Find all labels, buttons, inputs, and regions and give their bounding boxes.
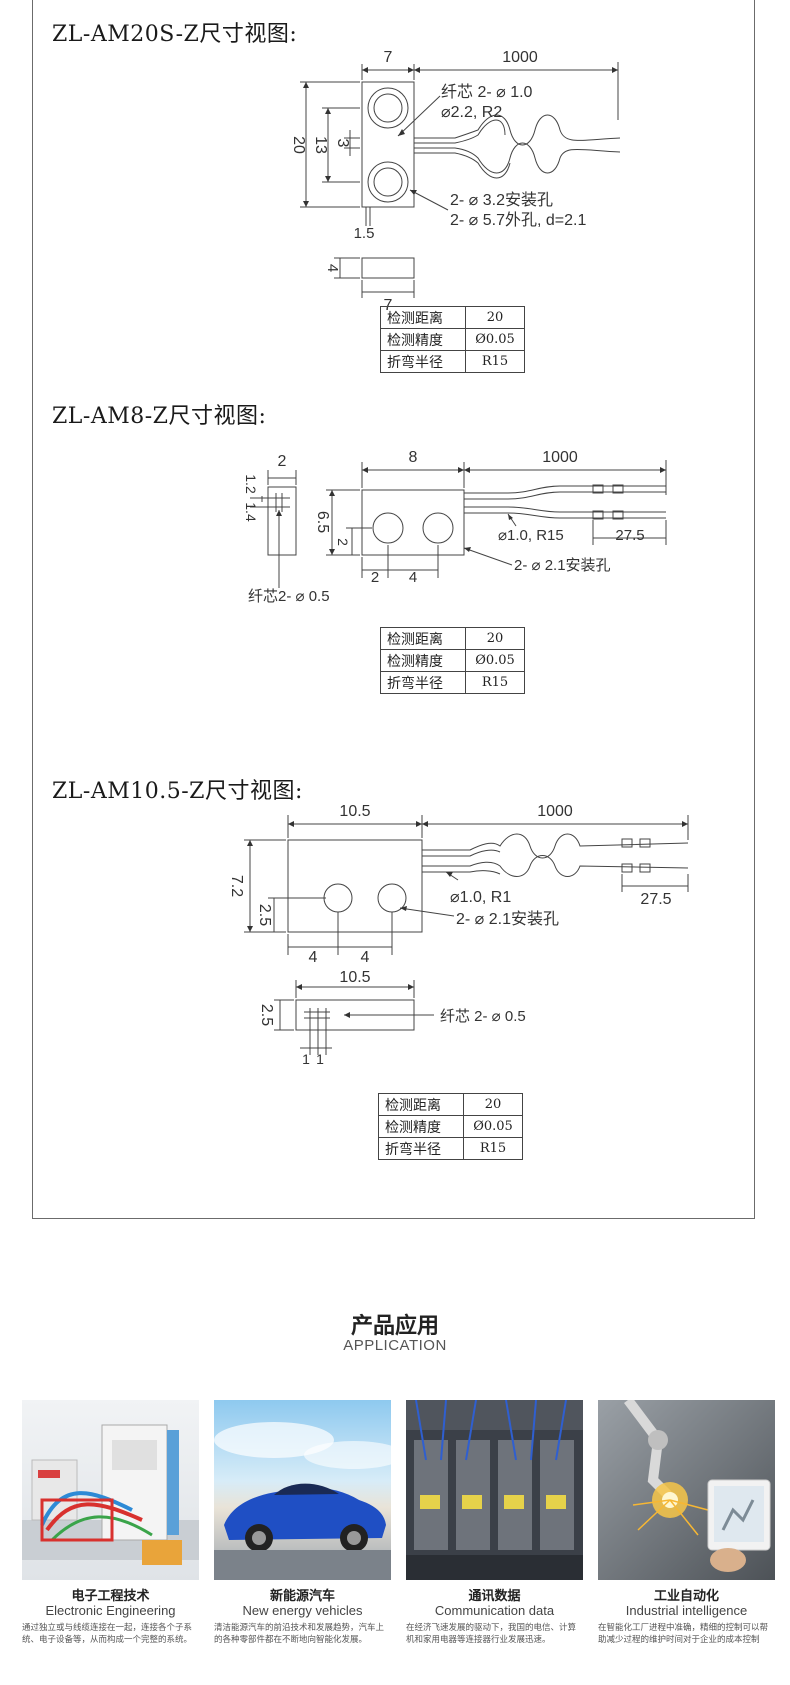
application-card: 电子工程技术 Electronic Engineering 通过独立或与线缆连接… bbox=[22, 1400, 199, 1680]
dim-tip: 27.5 bbox=[640, 891, 671, 908]
spec-value: R15 bbox=[465, 350, 525, 373]
application-card: 通讯数据 Communication data 在经济飞速发展的驱动下，我国的电… bbox=[406, 1400, 583, 1680]
callout-mount: 2- ⌀ 3.2安装孔 bbox=[450, 191, 553, 209]
dim-height: 7.2 bbox=[228, 875, 245, 897]
card-description: 在智能化工厂进程中准确，精细的控制可以帮助减少过程的维护时间对于企业的成本控制 bbox=[598, 1623, 769, 1645]
spec-key: 检测距离 bbox=[380, 306, 466, 329]
card-description: 在经济飞速发展的驱动下，我国的电信、计算机和家用电器等连接器行业发展迅速。 bbox=[406, 1623, 577, 1645]
dim-bottom: 1.5 bbox=[354, 225, 375, 242]
am20s-drawing: 7 1000 20 13 3 1.5 4 7 纤芯 2- ⌀ 1.0 ⌀2.2,… bbox=[290, 49, 621, 314]
card-english: Industrial intelligence bbox=[625, 1603, 748, 1618]
dim-hole-x2: 4 bbox=[361, 949, 370, 966]
application-card: 新能源汽车 New energy vehicles 清洁能源汽车的前沿技术和发展… bbox=[214, 1400, 391, 1680]
electronics-image bbox=[22, 1400, 199, 1580]
card-title: 新能源汽车 bbox=[269, 1589, 335, 1604]
dim-hole-x1: 4 bbox=[309, 949, 318, 966]
spec-key: 检测距离 bbox=[378, 1093, 464, 1116]
dim-width-top: 7 bbox=[384, 49, 393, 66]
dim-side-width: 10.5 bbox=[339, 969, 370, 986]
card-description: 通过独立或与线缆连接在一起，连接各个子系统、电子设备等，从而构成一个完整的系统。 bbox=[22, 1623, 193, 1645]
callout-bend: ⌀2.2, R2 bbox=[441, 104, 502, 121]
dim-height: 6.5 bbox=[314, 511, 331, 533]
spec-value: 20 bbox=[463, 1093, 523, 1116]
callout-bend: ⌀1.0, R15 bbox=[498, 527, 564, 544]
spec-key: 折弯半径 bbox=[380, 350, 466, 373]
dim-hole-height: 2 bbox=[335, 538, 351, 546]
am8-drawing: 2 1.2 1.4 8 1000 6.5 2 2 4 27.5 纤芯2- ⌀ 0… bbox=[243, 449, 667, 605]
section-title: ZL-AM20S-Z尺寸视图: bbox=[52, 22, 298, 47]
callout-core: 纤芯 2- ⌀ 1.0 bbox=[441, 83, 533, 101]
section-title: ZL-AM8-Z尺寸视图: bbox=[52, 404, 267, 429]
dim-side-b: 1 bbox=[316, 1051, 324, 1067]
callout-bend: ⌀1.0, R1 bbox=[450, 889, 511, 906]
spec-key: 折弯半径 bbox=[378, 1137, 464, 1160]
drawing-frame bbox=[32, 0, 755, 1219]
dim-width-side: 7 bbox=[384, 297, 393, 314]
dim-side-height: 2.5 bbox=[258, 1004, 275, 1026]
dim-cable-length: 1000 bbox=[542, 449, 578, 466]
callout-core: 纤芯2- ⌀ 0.5 bbox=[248, 588, 330, 605]
dim-hole-x1: 2 bbox=[371, 569, 379, 586]
card-english: New energy vehicles bbox=[242, 1603, 363, 1618]
callout-outer: 2- ⌀ 5.7外孔, d=2.1 bbox=[450, 211, 586, 229]
callout-mount: 2- ⌀ 2.1安装孔 bbox=[456, 910, 559, 928]
dim-side-b: 1.4 bbox=[243, 502, 259, 522]
dim-width: 10.5 bbox=[339, 803, 370, 820]
spec-value: R15 bbox=[465, 671, 525, 694]
spec-key: 检测精度 bbox=[378, 1115, 464, 1138]
industrial-image bbox=[598, 1400, 775, 1580]
body-outline bbox=[361, 81, 415, 208]
spec-value: Ø0.05 bbox=[463, 1115, 523, 1138]
dim-cable-length: 1000 bbox=[537, 803, 573, 820]
callout-mount: 2- ⌀ 2.1安装孔 bbox=[514, 557, 611, 574]
card-description: 清洁能源汽车的前沿技术和发展趋势，汽车上的各种零部件都在不断地向智能化发展。 bbox=[214, 1623, 385, 1645]
card-english: Communication data bbox=[434, 1603, 555, 1618]
application-subtitle: APPLICATION bbox=[343, 1337, 447, 1354]
dim-width: 8 bbox=[409, 449, 418, 466]
communication-image bbox=[406, 1400, 583, 1580]
dim-height: 20 bbox=[290, 136, 307, 154]
spec-value: R15 bbox=[463, 1137, 523, 1160]
am10-drawing: 10.5 1000 7.2 2.5 4 4 27.5 ⌀1.0, R1 2- ⌀… bbox=[228, 803, 689, 1067]
dim-gap: 3 bbox=[334, 139, 351, 148]
car-image bbox=[214, 1400, 391, 1580]
card-title: 工业自动化 bbox=[653, 1589, 719, 1604]
dim-side-width: 2 bbox=[278, 453, 287, 470]
dim-hole-x2: 4 bbox=[409, 569, 417, 586]
spec-value: Ø0.05 bbox=[465, 328, 525, 351]
dim-thickness: 4 bbox=[324, 264, 341, 272]
card-title: 通讯数据 bbox=[468, 1589, 521, 1604]
card-title: 电子工程技术 bbox=[71, 1589, 150, 1604]
application-title: 产品应用 bbox=[350, 1314, 439, 1339]
dim-side-a: 1 bbox=[302, 1051, 310, 1067]
dim-pitch: 13 bbox=[312, 136, 329, 154]
dim-cable-length: 1000 bbox=[502, 49, 538, 66]
section-title: ZL-AM10.5-Z尺寸视图: bbox=[52, 779, 303, 804]
dim-side-a: 1.2 bbox=[243, 474, 259, 494]
callout-core: 纤芯 2- ⌀ 0.5 bbox=[440, 1008, 526, 1025]
dim-tip: 27.5 bbox=[615, 527, 644, 544]
card-english: Electronic Engineering bbox=[45, 1603, 176, 1618]
dim-hole-height: 2.5 bbox=[256, 904, 273, 926]
application-card: 工业自动化 Industrial intelligence 在智能化工厂进程中准… bbox=[598, 1400, 775, 1680]
